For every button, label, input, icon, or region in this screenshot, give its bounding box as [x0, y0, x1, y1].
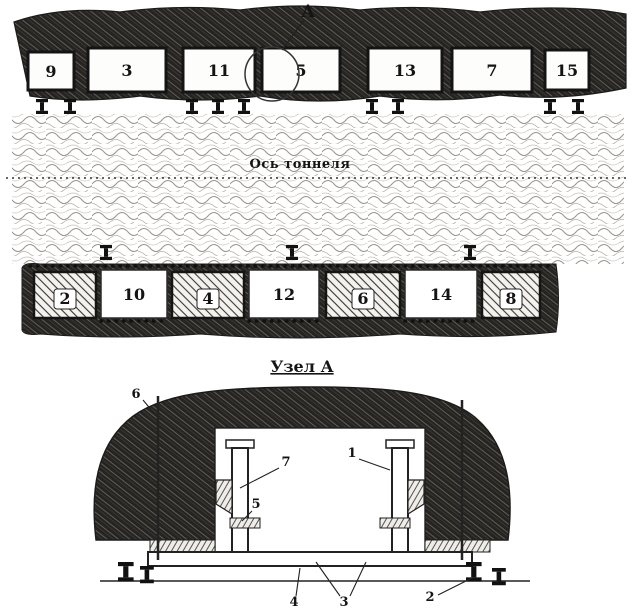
rail-icon: [118, 562, 134, 582]
top-block-7: 7: [450, 46, 534, 94]
callout-2: 2: [425, 590, 434, 605]
detail-marker-leader: [281, 19, 305, 51]
right-bracket: [379, 517, 411, 529]
callout-2-leader: [437, 577, 473, 596]
bottom-block-8: 8: [480, 270, 542, 320]
bottom-block-2: 2: [32, 270, 98, 320]
tunnel-axis-label: Ось тоннеля: [250, 157, 351, 172]
rail-icon: [492, 568, 506, 586]
callout-6: 6: [131, 387, 140, 402]
bottom-block-14-label: 14: [430, 285, 452, 304]
top-block-15-label: 15: [556, 61, 578, 80]
top-block-5: 5: [260, 46, 342, 94]
bottom-block-6: 6: [324, 270, 402, 320]
left-corbel: [215, 479, 233, 516]
left-bracket: [229, 517, 261, 529]
bottom-block-10: 10: [100, 269, 168, 319]
right-post-cap: [385, 439, 415, 449]
left-post: [231, 447, 249, 553]
callout-1: 1: [347, 446, 356, 461]
detail-marker-circle: [244, 46, 300, 102]
rail-icon: [212, 99, 224, 114]
rail-icon: [544, 99, 556, 114]
detail-marker-label: А: [301, 2, 315, 22]
callout-1-leader: [358, 458, 391, 471]
top-block-5-label: 5: [295, 61, 306, 80]
rail-icon: [572, 99, 584, 114]
top-block-15: 15: [543, 48, 591, 92]
callout-5: 5: [251, 497, 260, 512]
rail-icon: [186, 99, 198, 114]
rail-icon: [64, 99, 76, 114]
callout-4: 4: [289, 595, 298, 610]
callout-3-leader-b: [349, 561, 367, 597]
rail-icon: [238, 99, 250, 114]
callouts: 6 7 5 1 4 3 2: [131, 387, 473, 610]
left-seat-pad: [149, 539, 216, 553]
bottom-block-12: 12: [248, 269, 320, 319]
bottom-block-4: 4: [170, 270, 246, 320]
top-block-11: 11: [181, 46, 257, 94]
top-block-3: 3: [86, 46, 168, 94]
detail-view: Узел А 6: [93, 357, 530, 610]
bottom-block-6-label: 6: [357, 289, 368, 308]
rail-icon: [140, 566, 154, 584]
plan-view: 9 3 11 5 13 7 15 А: [6, 2, 628, 339]
callout-5-leader: [241, 510, 253, 522]
rail-icon: [392, 99, 404, 114]
top-block-11-label: 11: [208, 61, 230, 80]
right-post: [391, 447, 409, 553]
callout-7: 7: [281, 455, 290, 470]
support-beam: [147, 551, 473, 567]
bottom-block-14: 14: [404, 269, 478, 319]
right-seat-pad: [424, 539, 491, 553]
bottom-block-4-label: 4: [202, 289, 213, 308]
callout-7-leader: [239, 467, 280, 489]
top-block-13-label: 13: [394, 61, 416, 80]
detail-title: Узел А: [270, 357, 333, 376]
top-block-3-label: 3: [121, 61, 132, 80]
callout-3: 3: [339, 595, 348, 610]
rail-icon: [366, 99, 378, 114]
top-block-9-label: 9: [45, 62, 56, 81]
rail-icon: [36, 99, 48, 114]
top-block-9: 9: [26, 50, 76, 92]
left-post-cap: [225, 439, 255, 449]
soil-scribble-band: [12, 114, 624, 264]
rail-icon: [466, 562, 482, 582]
bottom-block-8-label: 8: [505, 289, 516, 308]
callout-4-leader: [295, 567, 301, 597]
top-block-7-label: 7: [486, 61, 497, 80]
bottom-block-12-label: 12: [273, 285, 295, 304]
callout-6-leader: [142, 399, 159, 419]
bottom-block-10-label: 10: [123, 285, 145, 304]
top-block-13: 13: [366, 46, 444, 94]
right-corbel: [407, 479, 425, 516]
bottom-block-2-label: 2: [59, 289, 70, 308]
callout-3-leader-a: [315, 561, 341, 597]
